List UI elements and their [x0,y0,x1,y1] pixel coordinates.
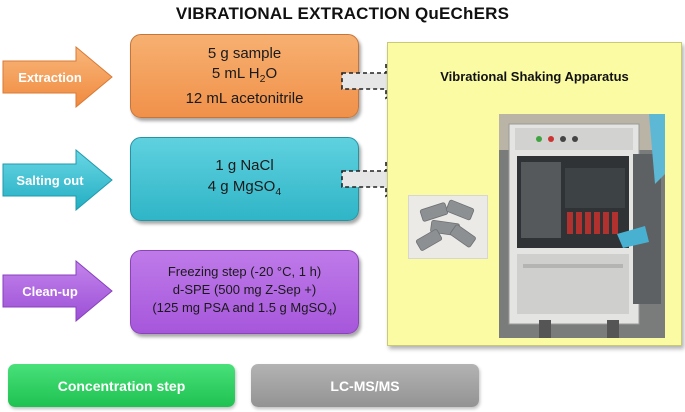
extraction-line-3: 12 mL acetonitrile [185,89,304,107]
apparatus-title: Vibrational Shaking Apparatus [440,69,629,84]
arrow-shape-clean-up [2,260,113,322]
cleanup-line-2: d-SPE (500 mg Z-Sep +) [172,281,317,297]
arrow-shape-salting-out [2,149,113,211]
salting-out-box: 1 g NaCl 4 g MgSO4 [130,137,359,221]
diagram-title: VIBRATIONAL EXTRACTION QuEChERS [175,4,510,23]
arrow-extraction: Extraction [2,46,114,108]
arrow-clean-up: Clean-up [2,260,114,322]
salting-line-2: 4 g MgSO4 [207,178,282,198]
shaking-apparatus-photo [499,114,665,338]
step-label-extraction: Extraction [18,69,82,85]
cleanup-line-3: (125 mg PSA and 1.5 g MgSO4) [152,299,337,318]
cleanup-line-1: Freezing step (-20 °C, 1 h) [167,263,322,279]
arrow-salting-out: Salting out [2,149,114,211]
extraction-line-2: 5 mL H2O [211,64,278,85]
arrow-shape-extraction [2,46,113,108]
step-label-salting-out: Salting out [16,172,84,188]
extraction-blocks-photo [408,195,488,259]
concentration-step-box: Concentration step [8,364,235,407]
step-label-clean-up: Clean-up [22,283,78,299]
clean-up-box: Freezing step (-20 °C, 1 h) d-SPE (500 m… [130,250,359,334]
salting-line-1: 1 g NaCl [215,157,274,174]
apparatus-panel: Vibrational Shaking Apparatus [387,42,682,346]
extraction-line-1: 5 g sample [207,44,282,62]
extraction-box: 5 g sample 5 mL H2O 12 mL acetonitrile [130,34,359,118]
lc-ms-ms-box: LC-MS/MS [251,364,479,407]
